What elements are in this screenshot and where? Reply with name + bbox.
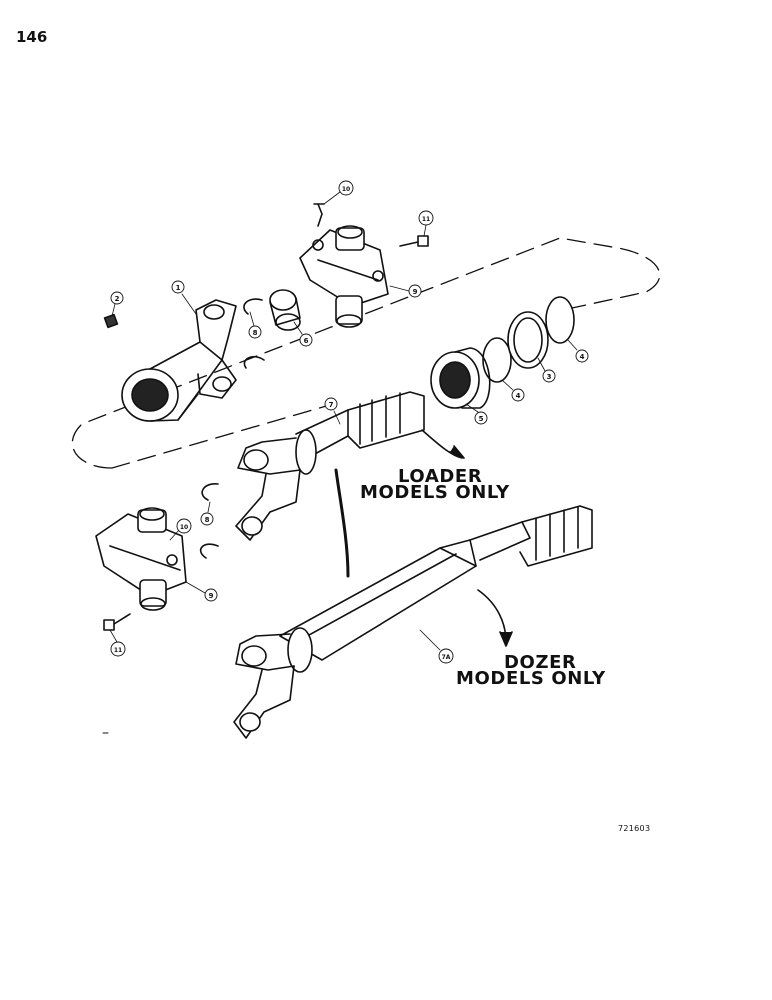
loader-group-dashed-outline: [71, 237, 661, 469]
callout-8b: 8: [200, 501, 214, 526]
svg-text:7: 7: [329, 401, 334, 409]
drawing-number: 721603: [618, 824, 651, 833]
callout-1: 1: [171, 280, 197, 315]
svg-text:10: 10: [180, 524, 188, 531]
snap-ring-part-8-lower-a: [201, 483, 219, 501]
drive-shaft-part-7-loader: [235, 391, 425, 541]
callout-2: 2: [110, 291, 124, 317]
snap-ring-part-8-upper-b: [243, 355, 265, 369]
callout-3: 3: [537, 357, 556, 383]
loader-arrow-head: [449, 445, 465, 459]
svg-text:7A: 7A: [442, 654, 451, 661]
svg-text:4: 4: [580, 353, 585, 361]
drive-shaft-part-7A-dozer: [233, 505, 593, 739]
set-screw-part-2: [103, 313, 119, 329]
dozer-direction-arrow: [334, 468, 350, 578]
universal-joint-cross-part-9-lower: [95, 507, 187, 611]
callout-7: 7: [324, 397, 341, 425]
svg-text:4: 4: [516, 392, 521, 400]
callout-7A: 7A: [419, 629, 454, 664]
bolt-part-11-upper: [399, 235, 429, 247]
loader-caption-line2: MODELS ONLY: [360, 482, 510, 503]
svg-text:3: 3: [547, 373, 552, 381]
svg-text:6: 6: [304, 337, 309, 345]
dozer-caption-line2: MODELS ONLY: [456, 668, 606, 689]
svg-text:5: 5: [479, 415, 484, 423]
dozer-arrow-head: [499, 631, 513, 647]
callout-4b: 4: [567, 339, 589, 363]
dozer-caption-line1: DOZER: [504, 652, 576, 673]
callout-5: 5: [465, 403, 488, 425]
washer-part-4-upper: [545, 296, 575, 344]
callout-11b: 11: [109, 629, 126, 657]
snap-ring-part-8-upper-a: [243, 298, 263, 315]
grease-fitting-part-10-upper: [313, 203, 325, 227]
splined-sleeve-part-5: [430, 347, 491, 409]
slip-yoke-part-1: [121, 299, 237, 422]
snap-ring-part-8-lower-b: [200, 543, 219, 559]
washer-part-4-lower: [482, 337, 512, 383]
loader-caption-line1: LOADER: [398, 466, 482, 487]
svg-text:9: 9: [413, 288, 418, 296]
universal-joint-cross-part-9-upper: [299, 225, 389, 328]
svg-text:11: 11: [422, 216, 430, 223]
callout-9b: 9: [185, 581, 218, 602]
callout-10b: 10: [169, 518, 192, 541]
svg-text:1: 1: [176, 284, 181, 292]
callout-10a: 10: [323, 180, 354, 205]
svg-text:11: 11: [114, 647, 122, 654]
svg-text:9: 9: [209, 592, 214, 600]
callout-11a: 11: [418, 210, 434, 237]
callout-8a: 8: [248, 311, 262, 339]
svg-text:2: 2: [115, 295, 120, 303]
callout-4a: 4: [501, 379, 525, 402]
page-number: 146: [16, 28, 48, 46]
bolt-part-11-lower: [103, 613, 131, 631]
svg-text:10: 10: [342, 186, 350, 193]
callout-9a: 9: [389, 284, 422, 298]
svg-text:8: 8: [253, 329, 258, 337]
svg-text:8: 8: [205, 516, 210, 524]
loader-arrow: [421, 429, 463, 459]
callout-6: 6: [293, 321, 313, 347]
bearing-part-3: [507, 311, 549, 369]
bearing-cup-part-6: [269, 289, 301, 331]
